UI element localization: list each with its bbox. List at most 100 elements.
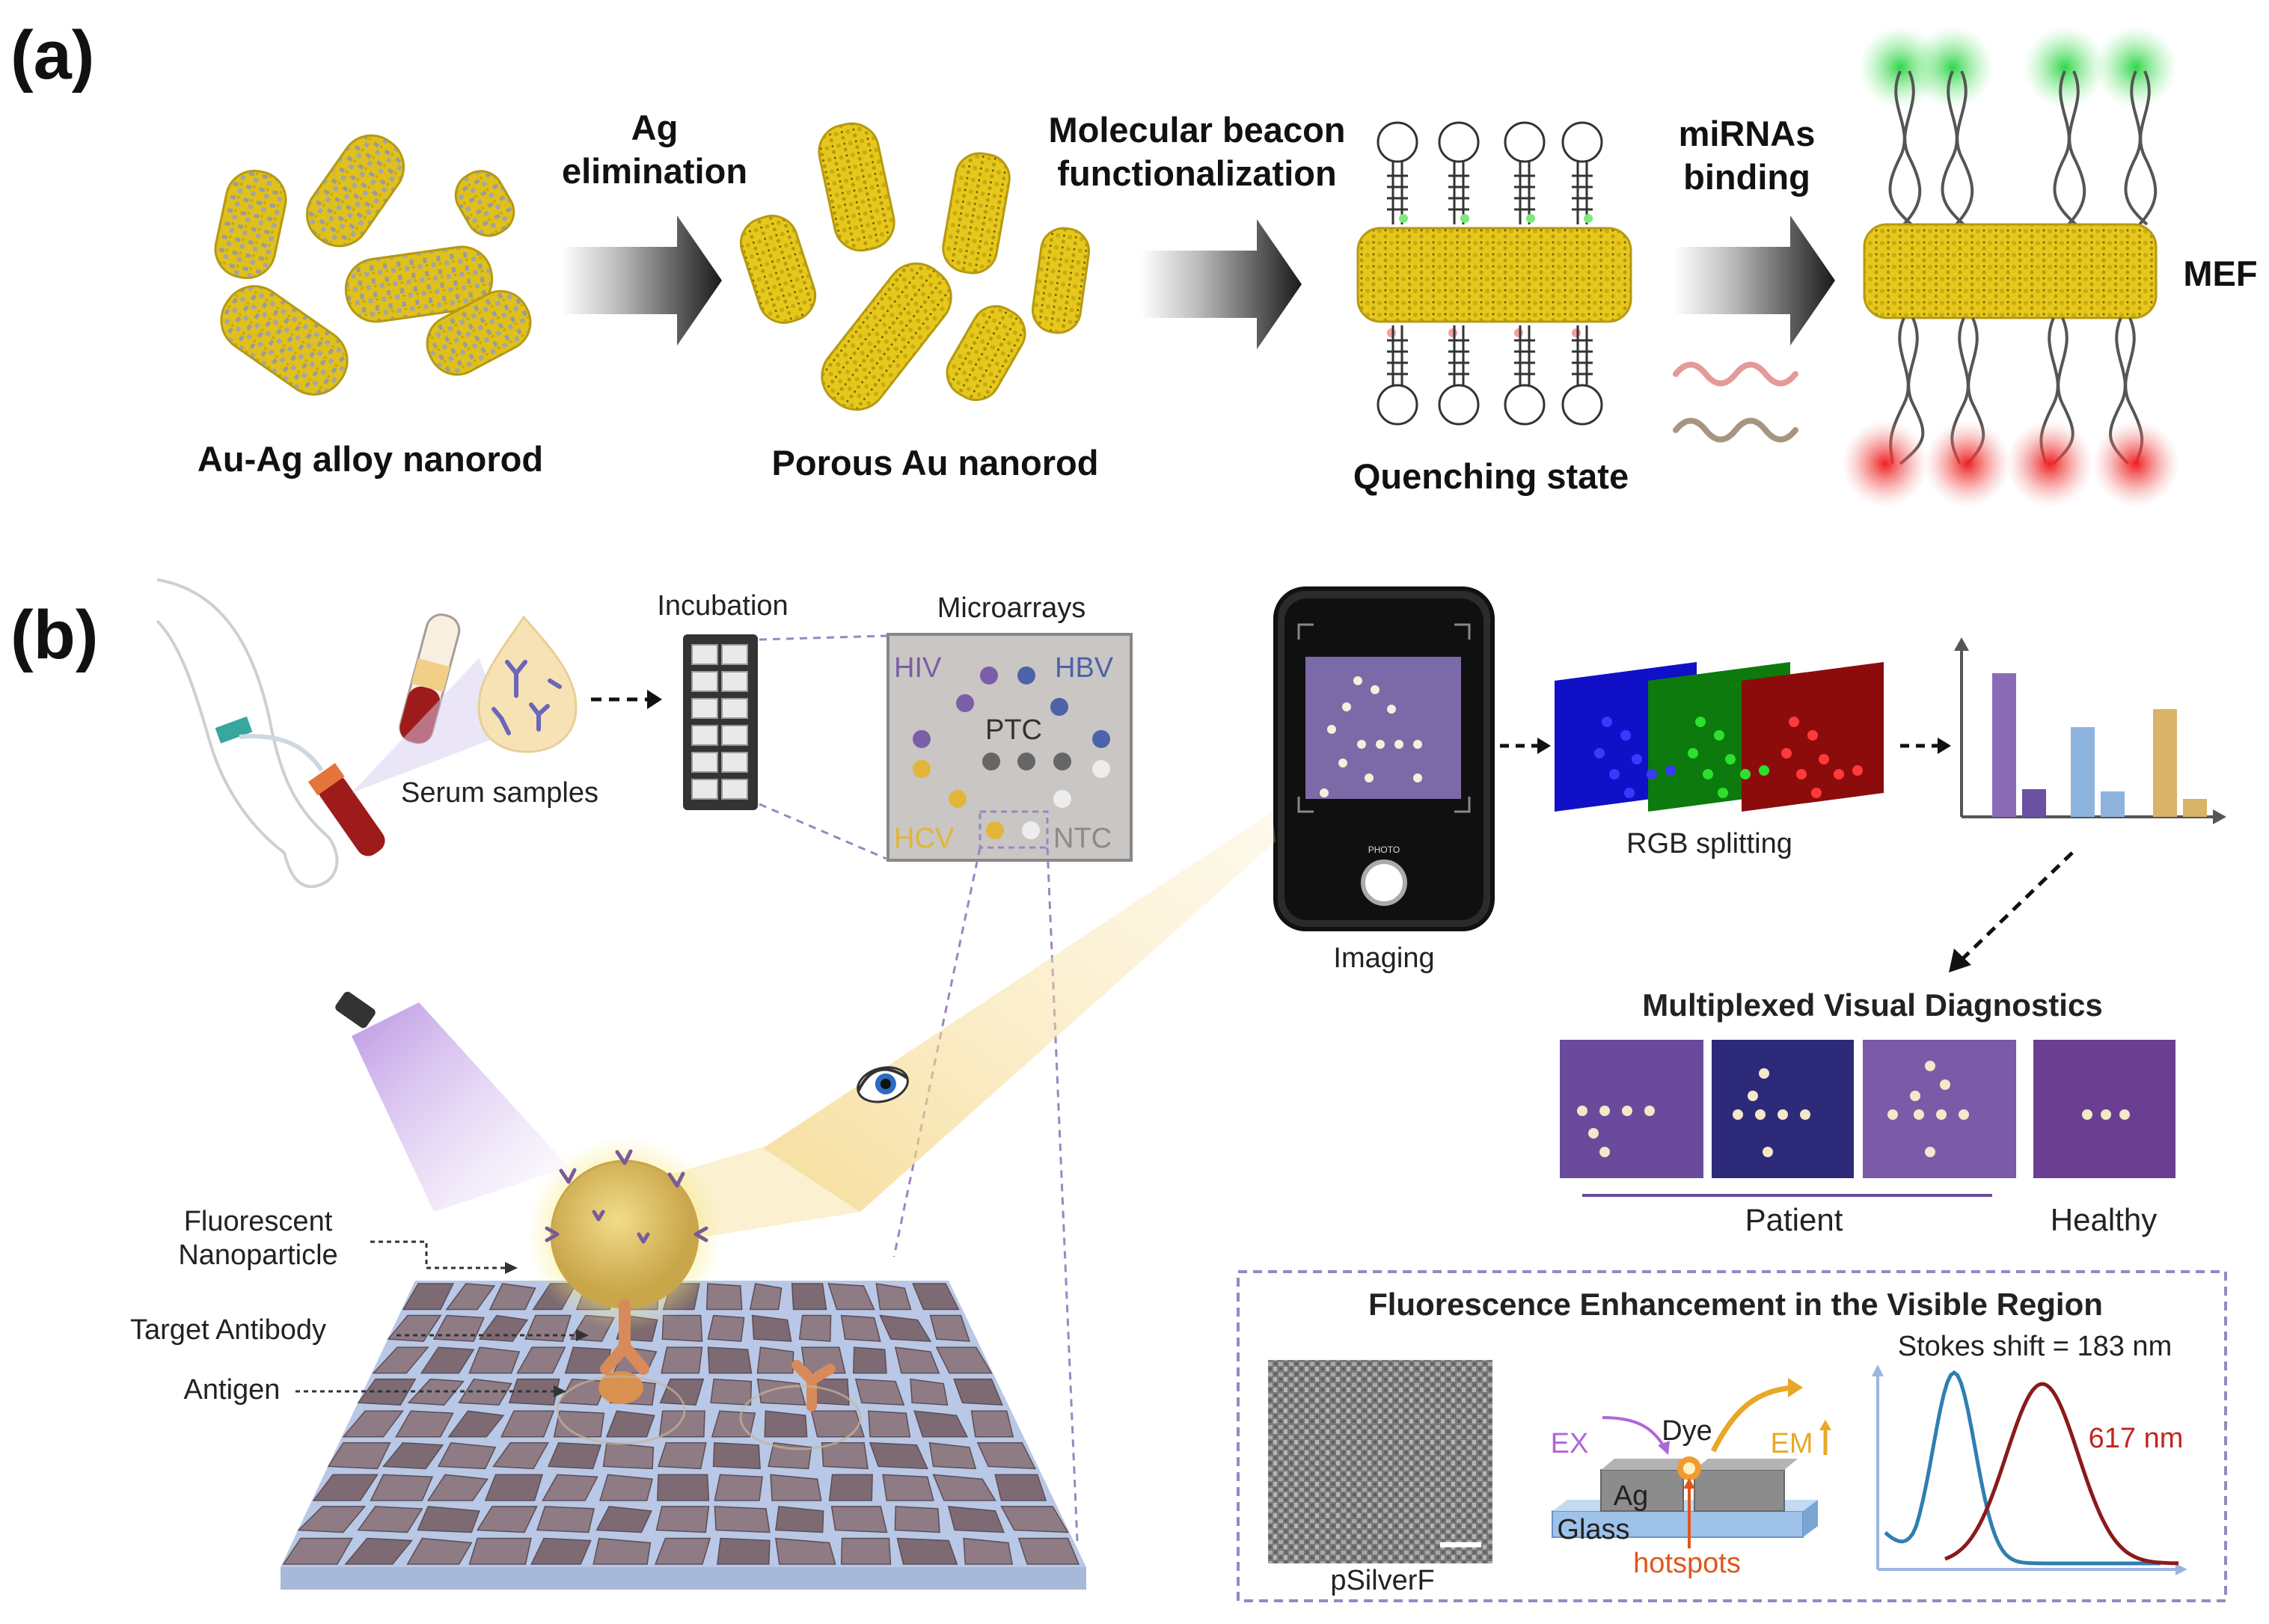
ag-block-right: [1694, 1469, 1785, 1512]
panel-b: (b) Serum samples: [10, 578, 2227, 1602]
red-glow: [1842, 420, 1929, 507]
rgb-spot: [1740, 769, 1751, 779]
rgb-spot: [1807, 730, 1818, 741]
rgb-spot: [1665, 765, 1676, 776]
diagnostic-spot: [1622, 1106, 1632, 1116]
surface-tile: [656, 1474, 710, 1501]
diagnostic-spot: [1763, 1147, 1773, 1157]
sem-image: [1268, 1360, 1492, 1563]
surface-tile: [879, 1314, 932, 1342]
phone-spot: [1413, 740, 1422, 749]
porous-nanorod-label: Porous Au nanorod: [772, 443, 1099, 482]
arrow-ag-elimination-label-2: elimination: [562, 151, 747, 191]
surface-tile: [910, 1378, 949, 1406]
surface-tile: [932, 1474, 996, 1501]
surface-tile: [756, 1346, 794, 1374]
array-spot: [1022, 821, 1040, 839]
arrow-mirna-label-2: binding: [1683, 157, 1810, 197]
rgb-spot: [1594, 748, 1605, 759]
mirna-strand-red: [1673, 361, 1798, 387]
bar-hbv-high: [2071, 727, 2095, 817]
rgb-spot: [1789, 717, 1799, 727]
surface-tile: [500, 1410, 555, 1438]
array-spot: [980, 667, 998, 684]
alloy-nanorod-label: Au-Ag alloy nanorod: [197, 439, 543, 479]
arrow-mirna-label-1: miRNAs: [1679, 114, 1816, 153]
arrow-mirna-binding: miRNAs binding: [1673, 114, 1835, 443]
rgb-spot: [1759, 765, 1769, 776]
fluorescent-nanoparticle-assembly: [527, 1137, 862, 1450]
dashed-arrow-to-diagnostics: [1959, 851, 2074, 963]
bar-hiv-high: [1992, 673, 2016, 817]
surface-tile: [963, 1537, 1014, 1565]
surface-tile: [935, 1346, 993, 1374]
tourniquet: [215, 716, 253, 744]
dye-label: Dye: [1662, 1415, 1712, 1447]
surface-tile: [828, 1474, 873, 1501]
surface-tile: [602, 1441, 655, 1470]
array-spot: [1053, 753, 1071, 770]
surface-tile: [840, 1314, 881, 1342]
diagnostic-spot: [1599, 1106, 1610, 1116]
surface-tile: [468, 1537, 532, 1565]
mef-rod: [1842, 26, 2179, 507]
diagnostic-spot: [1588, 1128, 1599, 1139]
surface-tile: [947, 1506, 1005, 1533]
surface-tile: [798, 1314, 832, 1342]
microarrays-label: Microarrays: [937, 592, 1085, 624]
bar-hiv-low: [2022, 789, 2046, 817]
diagnostic-spot: [1777, 1109, 1788, 1120]
quenching-state-label: Quenching state: [1353, 456, 1629, 496]
array-spot: [1092, 760, 1110, 778]
phone-spot: [1327, 725, 1336, 734]
rgb-spot: [1834, 769, 1844, 779]
surface-tile: [297, 1506, 367, 1533]
red-glow: [2092, 420, 2179, 507]
array-spot: [913, 730, 931, 748]
surface-tile: [994, 1474, 1047, 1501]
surface-tile: [468, 1346, 521, 1374]
surface-tile: [751, 1314, 792, 1342]
ntc-label: NTC: [1053, 823, 1112, 854]
diagnostic-spot: [2082, 1109, 2092, 1120]
red-glow: [1924, 420, 2011, 507]
surface-tile: [770, 1474, 822, 1501]
alloy-nanorod-cluster: [214, 134, 532, 396]
slab-cracks: [282, 1283, 1080, 1565]
vacutainer-tube: [318, 774, 385, 857]
surface-tile: [655, 1506, 710, 1533]
surface-tile: [445, 1283, 496, 1311]
surface-tile: [516, 1346, 566, 1374]
serum-beam: [352, 658, 509, 793]
microarray-panel: Microarrays HIV HBV PTC HCV NTC: [887, 592, 1133, 862]
rgb-spot: [1811, 788, 1822, 798]
surface-tile: [492, 1442, 549, 1470]
surface-tile: [1000, 1506, 1069, 1533]
diagnostic-spot: [1577, 1106, 1587, 1116]
diagnostic-spot: [1910, 1091, 1920, 1101]
diagnostic-spot: [1936, 1109, 1947, 1120]
hairpin-beacons-top: [1377, 121, 1603, 224]
nanoparticle-label-2: Nanoparticle: [178, 1240, 337, 1271]
phone-spot: [1413, 773, 1422, 782]
rgb-spot: [1718, 788, 1728, 798]
surface-tile: [710, 1378, 753, 1406]
array-spot: [1053, 790, 1071, 808]
serum-samples-label: Serum samples: [401, 777, 598, 809]
surface-tile: [661, 1346, 703, 1374]
array-spot: [1092, 730, 1110, 748]
green-glow: [2024, 26, 2106, 108]
diagnostic-spot: [1940, 1079, 1950, 1090]
incubation-wells: [691, 644, 748, 800]
glass-label: Glass: [1557, 1514, 1629, 1545]
hiv-label: HIV: [894, 652, 942, 684]
surface-tile: [707, 1346, 753, 1374]
excitation-curve: [1884, 1370, 2161, 1566]
ag-block-left: [1600, 1469, 1684, 1512]
rgb-spot: [1632, 754, 1642, 764]
surface-tile: [840, 1537, 892, 1565]
surface-tile: [827, 1283, 875, 1311]
arrow-ag-elimination: Ag elimination: [561, 108, 747, 346]
surface-tile: [484, 1474, 544, 1501]
imaging-label: Imaging: [1333, 943, 1434, 974]
